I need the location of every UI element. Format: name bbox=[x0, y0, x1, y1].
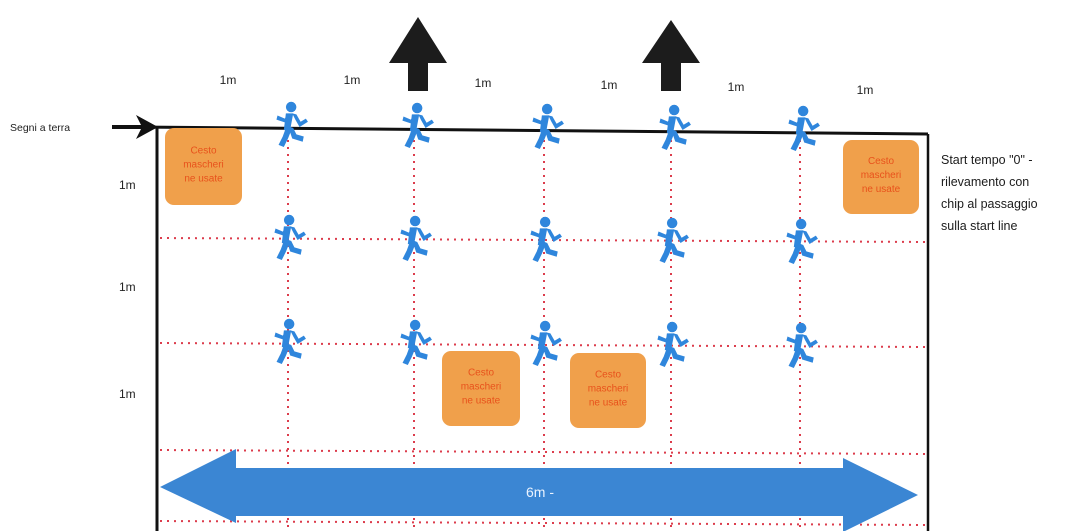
mask-bin-label-line: mascheri bbox=[461, 382, 502, 393]
up-arrow-icon bbox=[642, 20, 700, 91]
right-arrow-icon bbox=[112, 115, 158, 139]
mask-bin: Cesto mascheri ne usate bbox=[442, 351, 520, 426]
running-person-icon bbox=[274, 318, 306, 364]
mask-bin-label-line: Cesto bbox=[468, 368, 495, 379]
start-line bbox=[134, 125, 929, 136]
mask-bin: Cesto mascheri ne usate bbox=[843, 140, 919, 214]
row-spacing-label: 1m bbox=[119, 280, 136, 294]
mask-bin-label-line: ne usate bbox=[462, 396, 501, 407]
start-note-line: sulla start line bbox=[941, 219, 1017, 233]
running-person-icon bbox=[274, 214, 306, 260]
mask-bin-label-line: Cesto bbox=[595, 370, 622, 381]
mask-bin-label-line: mascheri bbox=[861, 170, 902, 181]
row-spacing-label: 1m bbox=[119, 387, 136, 401]
running-person-icon bbox=[657, 321, 689, 367]
mask-bin-box bbox=[570, 353, 646, 428]
runners bbox=[274, 101, 820, 368]
mask-bin-box bbox=[442, 351, 520, 426]
column-spacing-labels: 1m 1m 1m 1m 1m 1m bbox=[220, 73, 874, 97]
column-spacing-label: 1m bbox=[220, 73, 237, 87]
column-spacing-label: 1m bbox=[344, 73, 361, 87]
up-arrow-icon bbox=[389, 17, 447, 91]
running-person-icon bbox=[276, 101, 308, 147]
ground-marks-label: Segni a terra bbox=[10, 122, 70, 134]
mask-bin: Cesto mascheri ne usate bbox=[570, 353, 646, 428]
mask-bin-label-line: Cesto bbox=[868, 156, 895, 167]
running-person-icon bbox=[788, 105, 820, 151]
column-spacing-label: 1m bbox=[601, 78, 618, 92]
mask-bin: Cesto mascheri ne usate bbox=[165, 128, 242, 205]
mask-bin-label-line: mascheri bbox=[588, 384, 629, 395]
running-person-icon bbox=[657, 217, 689, 263]
mask-bin-label-line: ne usate bbox=[862, 184, 901, 195]
column-spacing-label: 1m bbox=[857, 83, 874, 97]
row-spacing-labels: 1m 1m 1m bbox=[119, 178, 136, 401]
start-note-line: Start tempo "0" - bbox=[941, 153, 1033, 167]
mask-bin-box bbox=[165, 128, 242, 205]
mask-bin-label-line: ne usate bbox=[184, 174, 223, 185]
mask-bin-box bbox=[843, 140, 919, 214]
running-person-icon bbox=[402, 102, 434, 148]
width-arrow: 6m - bbox=[160, 449, 918, 531]
row-spacing-label: 1m bbox=[119, 178, 136, 192]
mask-bin-label-line: mascheri bbox=[183, 160, 224, 171]
width-label: 6m - bbox=[526, 484, 554, 500]
mask-bin-label-line: ne usate bbox=[589, 398, 628, 409]
start-note-line: chip al passaggio bbox=[941, 197, 1038, 211]
start-note: Start tempo "0" - rilevamento con chip a… bbox=[941, 153, 1038, 233]
mask-bin-label-line: Cesto bbox=[190, 146, 217, 157]
running-person-icon bbox=[400, 319, 432, 365]
running-person-icon bbox=[532, 103, 564, 149]
start-note-line: rilevamento con bbox=[941, 175, 1029, 189]
column-spacing-label: 1m bbox=[475, 76, 492, 90]
dotted-row-line bbox=[159, 449, 927, 455]
column-spacing-label: 1m bbox=[728, 80, 745, 94]
field-border bbox=[155, 127, 930, 531]
dotted-row-line bbox=[159, 520, 927, 526]
running-person-icon bbox=[659, 104, 691, 150]
running-person-icon bbox=[530, 320, 562, 366]
